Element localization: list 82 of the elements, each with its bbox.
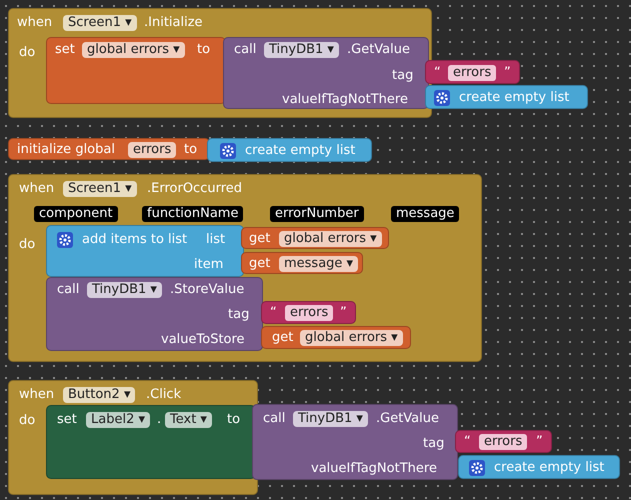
text-block <box>261 301 356 324</box>
dropdown-field: TinyDB1 ▾ <box>264 42 339 58</box>
parameter-chip: message <box>391 206 460 222</box>
block-label: to <box>184 142 198 158</box>
list-block <box>458 455 620 479</box>
string-field: errors <box>448 65 496 81</box>
string-field: errors <box>479 434 528 450</box>
dropdown-field: Text ▾ <box>165 412 212 428</box>
dropdown-field: errors <box>128 142 176 158</box>
call-block <box>46 277 263 351</box>
block-label: “ <box>464 434 471 450</box>
dropdown-field: global errors ▾ <box>279 231 382 247</box>
dropdown-field: TinyDB1 ▾ <box>293 411 368 427</box>
block-label: ” <box>504 65 511 81</box>
dropdown-field: message ▾ <box>279 256 358 272</box>
block-label: ” <box>340 305 347 321</box>
block-label: item <box>194 257 224 273</box>
block-label: get <box>272 330 294 346</box>
text-block <box>455 430 552 453</box>
get-block <box>241 227 389 249</box>
dropdown-field: global errors ▾ <box>300 330 403 346</box>
block-label: .GetValue <box>347 42 410 58</box>
dropdown-field: global errors ▾ <box>82 42 185 58</box>
block-label: .StoreValue <box>170 282 244 298</box>
block-label: “ <box>434 65 441 81</box>
set-block <box>46 37 226 104</box>
block-label: tag <box>423 436 444 452</box>
list-block <box>425 85 588 109</box>
parameter-chip: functionName <box>142 206 244 222</box>
block-label: create empty list <box>459 90 570 106</box>
event-block <box>8 380 258 495</box>
parameter-chip: errorNumber <box>270 206 364 222</box>
block-label: create empty list <box>494 460 604 476</box>
dropdown-field: Screen1 ▾ <box>63 181 137 197</box>
block-label: tag <box>392 68 414 84</box>
block-label: “ <box>270 305 277 321</box>
dropdown-field: Label2 ▾ <box>86 412 150 428</box>
block-label: call <box>57 282 80 298</box>
block-label: list <box>206 232 226 248</box>
block-label: to <box>227 412 240 428</box>
block-label: .GetValue <box>376 411 440 427</box>
block-label: initialize global <box>17 142 115 158</box>
block-label: do <box>19 45 36 61</box>
block-label: .Initialize <box>144 15 203 31</box>
block-label: when <box>17 15 52 31</box>
set-block <box>46 405 256 479</box>
block-label: call <box>234 42 256 58</box>
block-label: get <box>249 231 270 247</box>
block-label: valueIfTagNotThere <box>311 461 437 477</box>
block-label: when <box>19 181 54 197</box>
block-label: valueToStore <box>161 332 245 348</box>
block-label: valueIfTagNotThere <box>282 92 408 108</box>
block-label: create empty list <box>245 143 356 159</box>
get-block <box>241 252 363 274</box>
dropdown-field: Screen1 ▾ <box>63 15 137 31</box>
list-block <box>207 138 372 162</box>
block-label: .Click <box>146 387 182 403</box>
block-label: ” <box>536 434 543 450</box>
block-label: do <box>19 237 36 253</box>
block-label: tag <box>228 307 250 323</box>
block-label: set <box>57 412 77 428</box>
initialize-block <box>8 138 210 160</box>
dropdown-field: Button2 ▾ <box>63 387 136 403</box>
get-block <box>261 326 411 349</box>
block-label: set <box>55 42 75 58</box>
block-label: . <box>157 412 162 428</box>
block-label: call <box>263 411 286 427</box>
call-block <box>223 37 429 109</box>
call-block <box>252 404 458 480</box>
dropdown-field: TinyDB1 ▾ <box>87 282 162 298</box>
add-items-block <box>46 225 244 277</box>
string-field: errors <box>285 305 334 321</box>
block-label: .ErrorOccurred <box>147 181 242 197</box>
block-label: add items to list <box>82 232 188 248</box>
event-block <box>8 174 482 362</box>
parameter-chip: component <box>34 206 118 222</box>
event-block <box>8 8 432 118</box>
block-label: get <box>249 256 270 272</box>
block-label: do <box>19 413 36 429</box>
block-label: when <box>19 387 54 403</box>
block-label: to <box>197 42 210 58</box>
text-block <box>425 60 520 84</box>
